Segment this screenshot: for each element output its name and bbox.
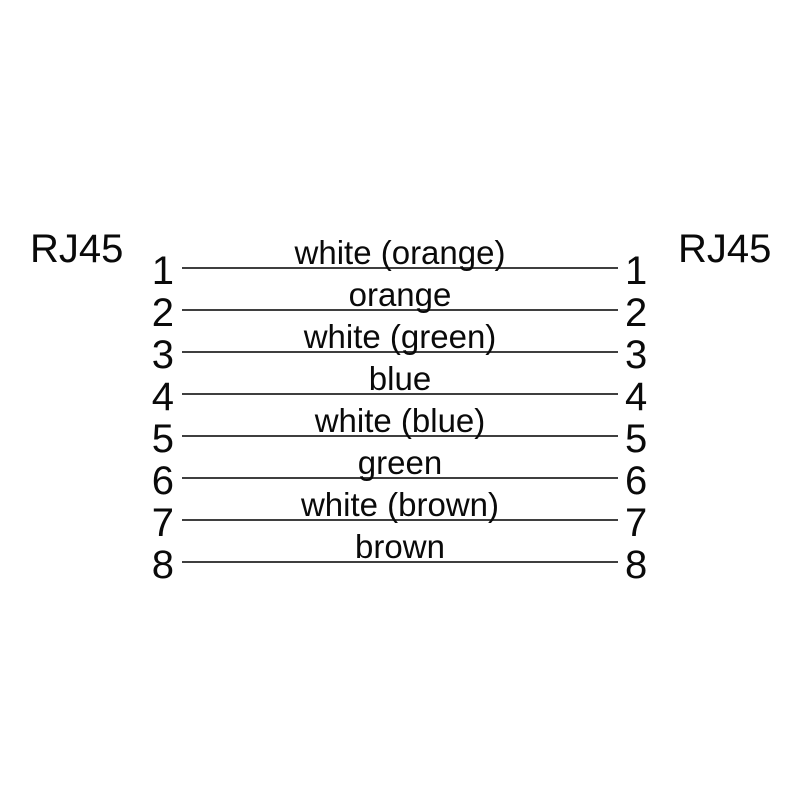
wire-line: [182, 435, 618, 437]
wire-color-label: white (brown): [300, 486, 500, 523]
left-pin-number: 4: [151, 375, 174, 419]
wire-line: [182, 393, 618, 395]
wire-line: [182, 267, 618, 269]
left-pin-number: 1: [151, 249, 174, 293]
right-pin-number: 3: [625, 333, 648, 377]
wire-color-label: blue: [368, 360, 432, 397]
left-connector-label: RJ45: [30, 227, 124, 271]
wire-color-label: brown: [355, 528, 445, 565]
wire-line: [182, 519, 618, 521]
right-pin-number: 4: [625, 375, 648, 419]
right-pin-number: 6: [625, 459, 648, 503]
wire-color-label: orange: [348, 276, 452, 313]
wire-line: [182, 561, 618, 563]
wire-color-label: white (blue): [314, 402, 486, 439]
left-pin-number: 6: [151, 459, 174, 503]
right-pin-number: 5: [625, 417, 648, 461]
wire-line: [182, 477, 618, 479]
wire-color-label: white (orange): [294, 234, 506, 271]
left-pin-number: 3: [151, 333, 174, 377]
wire-line: [182, 309, 618, 311]
left-pin-number: 5: [151, 417, 174, 461]
right-pin-number: 1: [625, 249, 648, 293]
wire-color-label: green: [357, 444, 443, 481]
wire-line: [182, 351, 618, 353]
wire-color-label: white (green): [303, 318, 497, 355]
left-pin-number: 7: [151, 501, 174, 545]
right-pin-number: 2: [625, 291, 648, 335]
right-connector-label: RJ45: [678, 227, 772, 271]
left-pin-number: 8: [151, 543, 174, 587]
right-pin-number: 7: [625, 501, 648, 545]
left-pin-number: 2: [151, 291, 174, 335]
right-pin-number: 8: [625, 543, 648, 587]
